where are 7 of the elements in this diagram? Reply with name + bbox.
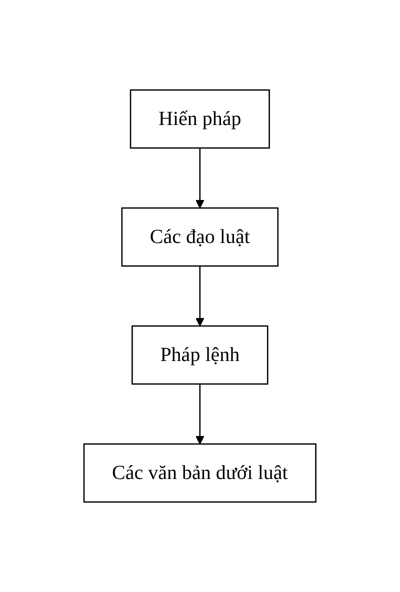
arrow	[196, 266, 204, 326]
node-box: Các văn bản dưới luật	[83, 443, 317, 503]
arrow	[196, 384, 204, 444]
node-box: Hiến pháp	[130, 89, 270, 149]
arrow	[196, 148, 204, 208]
node-box: Các đạo luật	[121, 207, 279, 267]
node-box: Pháp lệnh	[132, 325, 268, 385]
